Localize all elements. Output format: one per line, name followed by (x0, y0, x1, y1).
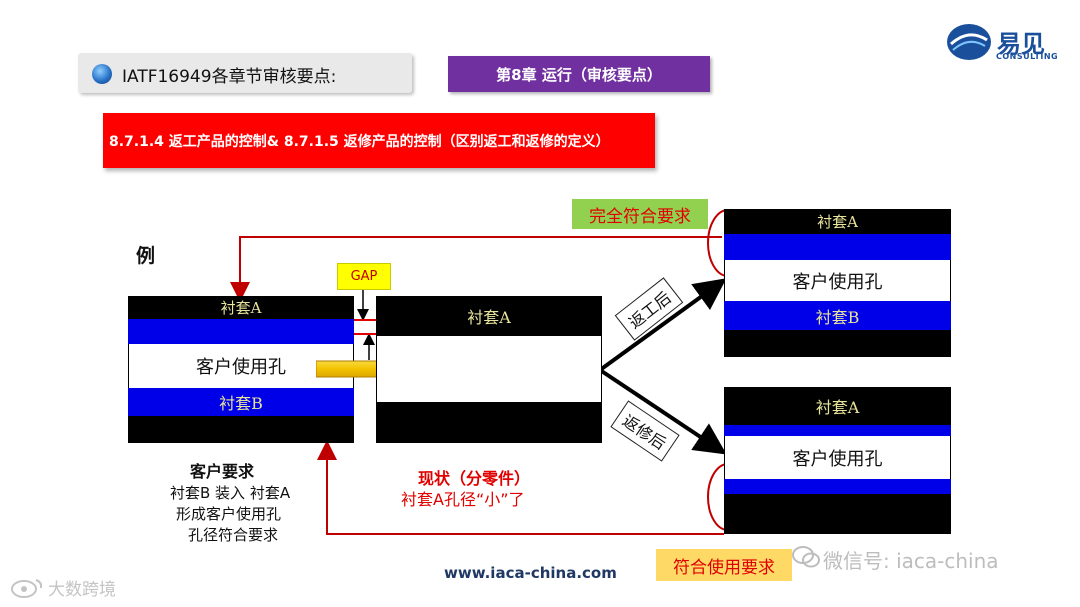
rework-part-base (724, 330, 951, 357)
logo-text: 易见 (997, 30, 1045, 58)
repair-part-top-label: 衬套A (815, 398, 860, 417)
section-title: 8.7.1.4 返工产品的控制& 8.7.1.5 返修产品的控制（区别返工和返修… (103, 113, 655, 168)
repair-part-blue-band-top (724, 425, 951, 436)
rework-part-mid-label: 客户使用孔 (792, 271, 883, 293)
current-part-base (376, 402, 602, 443)
rework-part-bottom-label: 衬套B (815, 307, 860, 327)
repair-part-top-band: 衬套A (724, 387, 951, 425)
use-conform-label: 符合使用要求 (656, 549, 792, 581)
left-part-blue-band (128, 319, 354, 344)
logo-icon (947, 24, 991, 60)
rework-part-blue-band (724, 234, 951, 260)
wechat-watermark: 微信号: iaca-china (823, 549, 999, 573)
left-part-top-band: 衬套A (128, 296, 354, 319)
left-part-mid-label: 客户使用孔 (196, 357, 286, 378)
customer-requirement-line: 衬套B 装入 衬套A (170, 484, 291, 502)
current-part-top-label: 衬套A (467, 308, 511, 327)
current-part-top-band: 衬套A (376, 296, 602, 336)
full-conform-label: 完全符合要求 (572, 199, 708, 229)
weibo-icon (11, 579, 43, 598)
left-part-bottom-label: 衬套B (219, 394, 263, 413)
status-title: 现状（分零件） (418, 469, 531, 488)
repair-part-hole: 客户使用孔 (724, 436, 951, 479)
customer-requirement-line: 形成客户使用孔 (176, 505, 282, 523)
header-title: IATF16949各章节审核要点: (122, 67, 337, 87)
wechat-icon (792, 546, 820, 568)
rework-part-bottom-band: 衬套B (724, 301, 951, 330)
rework-part-hole: 客户使用孔 (724, 260, 951, 301)
example-label: 例 (136, 245, 156, 267)
bullet-icon (92, 64, 112, 84)
rework-part-top-band: 衬套A (724, 209, 951, 234)
header-bar (78, 53, 412, 93)
current-part-hole (376, 336, 602, 402)
left-part-top-label: 衬套A (220, 299, 262, 317)
logo-subtext: CONSULTING (996, 52, 1059, 61)
gap-label: GAP (337, 263, 391, 290)
left-part-bottom-band: 衬套B (128, 388, 354, 416)
customer-requirement-line: 孔径符合要求 (188, 526, 279, 544)
bottom-watermark: 大数跨境 (48, 580, 116, 600)
website-link[interactable]: www.iaca-china.com (444, 564, 617, 582)
customer-requirement-title: 客户要求 (190, 462, 255, 481)
repair-part-blue-band-bottom (724, 479, 951, 494)
chapter-badge: 第8章 运行（审核要点） (448, 56, 710, 92)
repair-part-mid-label: 客户使用孔 (792, 448, 883, 470)
repair-part-base (724, 494, 951, 534)
rework-part-top-label: 衬套A (817, 213, 858, 231)
left-part-base (128, 416, 354, 443)
status-text: 衬套A孔径“小”了 (401, 490, 525, 509)
